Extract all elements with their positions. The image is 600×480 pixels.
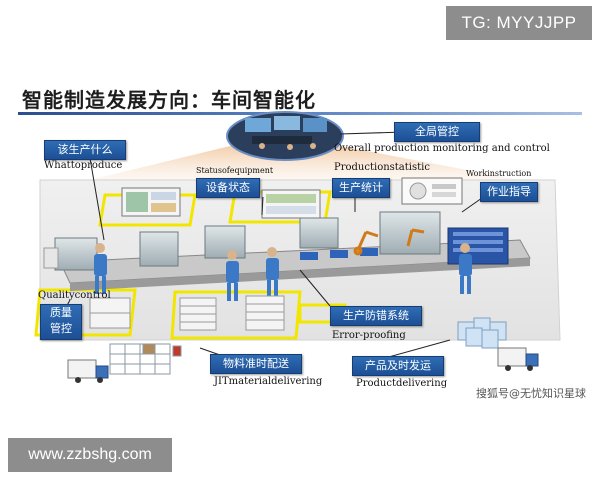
control-room-image xyxy=(226,111,344,161)
warehouse-rack xyxy=(109,343,182,375)
control-beam xyxy=(90,146,520,180)
delivery-truck-left xyxy=(67,359,109,383)
workstations xyxy=(54,211,509,271)
page-title: 智能制造发展方向：车间智能化 xyxy=(22,88,316,112)
equipment-status-label: 设备状态 xyxy=(196,178,260,198)
overall-control-label: 全局管控 xyxy=(394,122,480,142)
production-statistic-label: 生产统计 xyxy=(332,178,390,198)
equipment-status-caption: Statusofequipment xyxy=(196,166,274,175)
product-stack xyxy=(457,317,507,349)
error-proofing-caption: Error-proofing xyxy=(332,330,406,341)
sohu-watermark: 搜狐号@无忧知识星球 xyxy=(476,387,586,400)
what-to-produce-caption: Whattoproduce xyxy=(44,160,123,171)
workers xyxy=(94,243,472,301)
material-pallets xyxy=(43,247,285,331)
quality-control-line2: 管控 xyxy=(50,322,72,335)
delivery-truck-right xyxy=(497,347,539,371)
tg-badge: TG: MYYJJPP xyxy=(446,6,592,40)
work-instruction-caption: Workinstruction xyxy=(466,169,532,178)
robot-arms xyxy=(353,228,425,256)
monitor-screens xyxy=(121,177,463,219)
product-delivery-label: 产品及时发运 xyxy=(352,356,444,376)
jit-delivery-label: 物料准时配送 xyxy=(210,354,302,374)
error-proofing-label: 生产防错系统 xyxy=(330,306,422,326)
production-statistic-caption: Productionstatistic xyxy=(334,162,430,173)
jit-delivery-caption: JITmaterialdelivering xyxy=(214,376,323,387)
footer-url-badge: www.zzbshg.com xyxy=(8,438,172,472)
quality-control-label: 质量 管控 xyxy=(40,304,82,340)
overall-control-caption: Overall production monitoring and contro… xyxy=(334,143,550,154)
quality-control-caption: Qualitycontrol xyxy=(38,290,111,301)
what-to-produce-label: 该生产什么 xyxy=(44,140,126,160)
quality-control-line1: 质量 xyxy=(50,306,72,319)
work-instruction-label: 作业指导 xyxy=(480,182,538,202)
product-delivery-caption: Productdelivering xyxy=(356,378,448,389)
